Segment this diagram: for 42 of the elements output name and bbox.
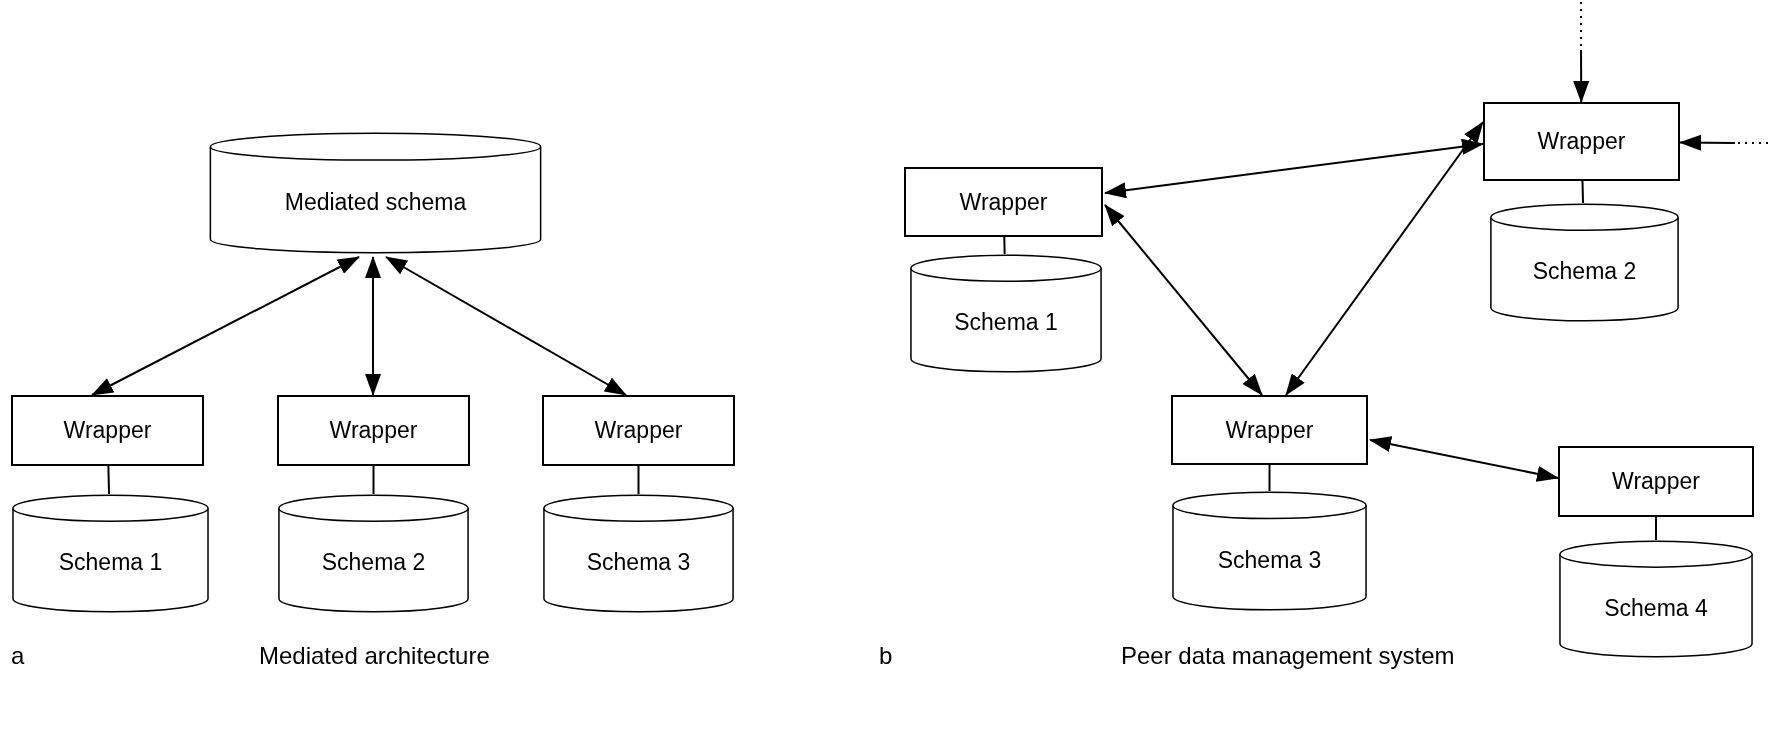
wrapper-box bbox=[277, 395, 470, 466]
wrapper-box bbox=[904, 167, 1103, 237]
wrapper-box bbox=[11, 395, 204, 466]
connector-line bbox=[1655, 516, 1657, 541]
node-label: Wrapper bbox=[63, 416, 152, 445]
connector-line bbox=[372, 465, 375, 495]
connector-line bbox=[637, 465, 640, 495]
arrow bbox=[1369, 436, 1559, 482]
wrapper-box bbox=[542, 395, 735, 466]
panel-letter: b bbox=[879, 641, 893, 671]
arrow bbox=[91, 256, 360, 396]
connector-line bbox=[1581, 180, 1584, 204]
wrapper-box bbox=[1558, 446, 1754, 517]
node-label: Wrapper bbox=[959, 187, 1048, 217]
arrow bbox=[385, 256, 627, 396]
node-label: Wrapper bbox=[1537, 127, 1626, 156]
panel-letter: a bbox=[11, 641, 25, 671]
node-label: Schema 1 bbox=[58, 548, 163, 577]
node-label: Wrapper bbox=[1225, 415, 1314, 445]
node-label: Schema 1 bbox=[954, 308, 1058, 337]
wrapper-box bbox=[1171, 395, 1368, 465]
node-label: Schema 2 bbox=[321, 548, 426, 577]
connector-line bbox=[107, 465, 111, 495]
node-label: Wrapper bbox=[329, 416, 418, 445]
panel-caption: Peer data management system bbox=[1121, 641, 1455, 671]
panel-caption: Mediated architecture bbox=[259, 641, 490, 671]
node-label: Schema 3 bbox=[1217, 545, 1322, 575]
arrow bbox=[1285, 121, 1484, 396]
connector-line bbox=[1003, 236, 1006, 255]
arrow bbox=[1679, 134, 1736, 151]
arrow bbox=[1104, 204, 1263, 396]
node-label: Schema 4 bbox=[1604, 593, 1708, 623]
node-label: Wrapper bbox=[594, 416, 683, 445]
arrow bbox=[365, 256, 381, 396]
node-label: Wrapper bbox=[1612, 467, 1700, 496]
wrapper-box bbox=[1483, 102, 1680, 181]
arrow bbox=[1104, 138, 1484, 199]
connector-line bbox=[1268, 464, 1271, 492]
arrow bbox=[1573, 49, 1590, 103]
node-label: Schema 3 bbox=[586, 548, 691, 577]
node-label: Schema 2 bbox=[1532, 257, 1637, 286]
node-label: Mediated schema bbox=[284, 187, 467, 217]
